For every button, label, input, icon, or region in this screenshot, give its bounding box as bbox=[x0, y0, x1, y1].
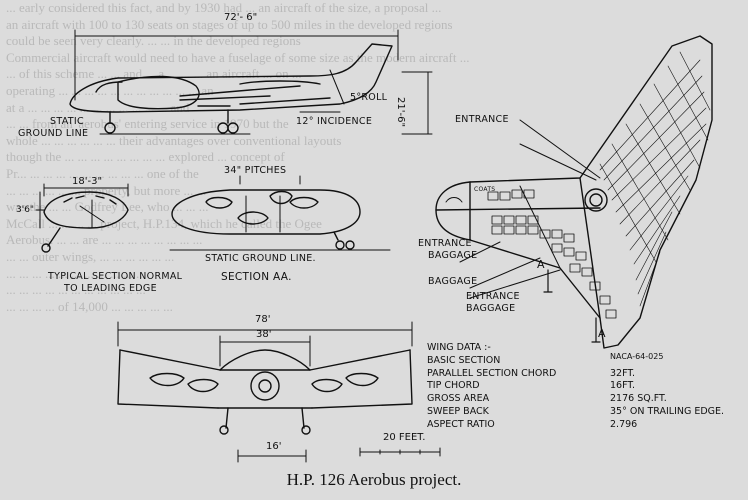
wing-data-title: WING DATA :- bbox=[427, 342, 491, 353]
wing-data-row: GROSS AREA 2176 SQ.FT. bbox=[427, 393, 747, 406]
overall-length-label: 72'- 6" bbox=[224, 12, 258, 23]
background-text-line: ... ... ... ... ... ... property, but mo… bbox=[6, 182, 207, 198]
background-text-line: at a ... ... ... ... ... ... ... ... ...… bbox=[6, 99, 190, 115]
plan-view bbox=[435, 35, 713, 349]
background-text-line: Pr... ... ... ... ... ... ... ... ... ..… bbox=[6, 165, 199, 181]
wing-data-value: 32FT. bbox=[610, 367, 636, 379]
section-aa-label: SECTION AA. bbox=[221, 271, 292, 283]
background-text-line: an aircraft with 100 to 130 seats on sta… bbox=[6, 16, 453, 32]
pitches-label: 34" PITCHES bbox=[224, 165, 287, 176]
scale-label: 20 FEET. bbox=[383, 432, 426, 443]
height-label: 21'-6" bbox=[395, 97, 406, 128]
background-text-line: McCall ... ... ... ... project, H.P.134,… bbox=[6, 215, 322, 231]
roll-label: 5°ROLL bbox=[350, 92, 388, 103]
background-text-line: ... ... outer wings, ... ... ... ... ...… bbox=[6, 248, 175, 264]
typical-section-label-1: TYPICAL SECTION NORMAL bbox=[48, 271, 183, 282]
section-aa-view bbox=[169, 175, 391, 251]
entrance-baggage-2-label-b: BAGGAGE bbox=[466, 303, 516, 314]
figure-caption: H.P. 126 Aerobus project. bbox=[286, 470, 462, 489]
typical-section-view bbox=[35, 183, 129, 253]
entrance-baggage-2-label-a: ENTRANCE bbox=[466, 291, 520, 302]
section-height-label: 3'6" bbox=[16, 205, 35, 215]
baggage-label: BAGGAGE bbox=[428, 276, 478, 287]
background-text-line: ... ... ... ... ... ... ... ... ... ... … bbox=[6, 282, 146, 298]
background-text-line: operating ... ... ... ... ... ... ... ..… bbox=[6, 82, 214, 98]
background-text-line: Commercial aircraft would need to have a… bbox=[6, 49, 470, 65]
incidence-label: 12° INCIDENCE bbox=[296, 116, 373, 127]
wing-data-row: TIP CHORD 16FT. bbox=[427, 380, 747, 393]
wing-data-row: ASPECT RATIO 2.796 bbox=[427, 419, 747, 432]
wing-data-key: TIP CHORD bbox=[427, 380, 480, 392]
wing-data-value: NACA-64-025 bbox=[610, 351, 664, 361]
entrance-baggage-1-label-a: ENTRANCE bbox=[418, 238, 472, 249]
wing-data-value: 35° ON TRAILING EDGE. bbox=[610, 405, 725, 417]
wing-data-row: SWEEP BACK 35° ON TRAILING EDGE. bbox=[427, 406, 747, 419]
wing-data-row: PARALLEL SECTION CHORD 32FT. bbox=[427, 368, 747, 381]
entrance-top-label: ENTRANCE bbox=[455, 114, 509, 125]
background-text-line: could be seen very clearly. ... ... in t… bbox=[6, 33, 301, 49]
wing-data-key: SWEEP BACK bbox=[427, 405, 489, 417]
wing-data-key: PARALLEL SECTION CHORD bbox=[427, 367, 557, 379]
static-ground-line-label-1: STATIC bbox=[50, 116, 84, 127]
background-text-line: ... early considered this fact, and by 1… bbox=[6, 0, 442, 15]
wing-data-key: GROSS AREA bbox=[427, 393, 490, 405]
aerobus-drawing bbox=[35, 29, 713, 463]
wing-data-value: 16FT. bbox=[610, 380, 636, 392]
front-view bbox=[117, 321, 441, 463]
section-width-label: 18'-3" bbox=[72, 176, 103, 187]
wing-data-value: 2176 SQ.FT. bbox=[610, 393, 667, 405]
background-text-line: ... ... ... ... ... ... ... ... ... ... … bbox=[6, 265, 146, 281]
span-label: 78' bbox=[255, 314, 271, 325]
wing-data-table: WING DATA :- BASIC SECTION NACA-64-025 PA… bbox=[427, 342, 747, 432]
coats-label: COATS bbox=[474, 186, 496, 193]
background-text-line: though the ... ... ... ... ... ... ... .… bbox=[6, 149, 285, 165]
side-view bbox=[69, 29, 433, 135]
section-a-top-marker: A bbox=[537, 258, 545, 271]
background-text-line: was the ... ... Godfrey Lee, who ... ...… bbox=[6, 199, 209, 215]
entrance-baggage-1-label-b: BAGGAGE bbox=[428, 250, 478, 261]
background-book-text: ... early considered this fact, and by 1… bbox=[6, 0, 470, 314]
wing-data-value: 2.796 bbox=[610, 418, 638, 430]
background-text-line: ... ... ... ... of 14,000 ... ... ... ..… bbox=[6, 298, 173, 314]
typical-section-label-2: TO LEADING EDGE bbox=[64, 283, 157, 294]
background-text-line: ... of this scheme ... ... and ... a ...… bbox=[6, 66, 302, 82]
section-a-bottom-marker: A bbox=[598, 327, 606, 340]
track-label: 16' bbox=[266, 441, 282, 452]
static-ground-line-label-2: GROUND LINE bbox=[18, 128, 89, 139]
wing-data-row: BASIC SECTION NACA-64-025 bbox=[427, 352, 747, 368]
parallel-span-label: 38' bbox=[256, 329, 272, 340]
wing-data-key: ASPECT RATIO bbox=[427, 418, 495, 430]
static-ground-line-aa-label: STATIC GROUND LINE. bbox=[205, 253, 316, 264]
wing-data-key: BASIC SECTION bbox=[427, 354, 501, 366]
background-text-line: whole ... ... ... ... ... ... their adva… bbox=[6, 132, 342, 148]
